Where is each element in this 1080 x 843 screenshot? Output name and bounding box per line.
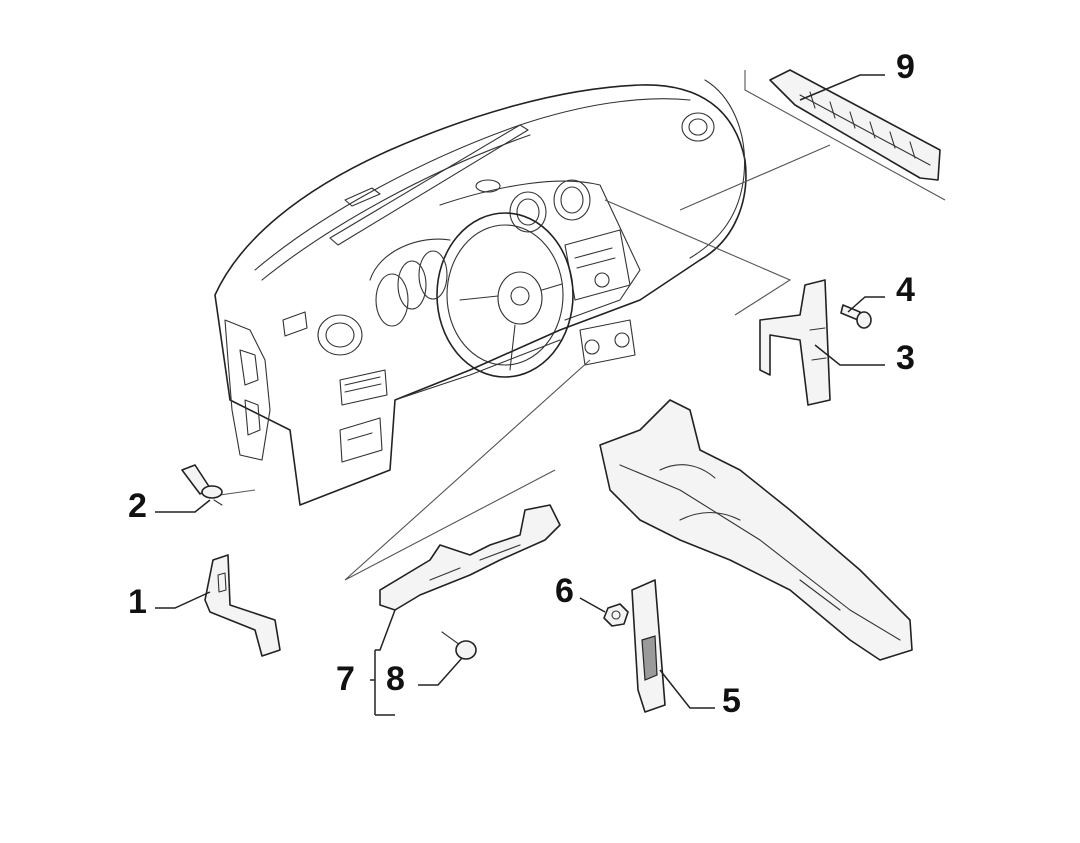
- callout-label: 9: [896, 48, 915, 86]
- callout-label: 8: [386, 660, 405, 698]
- dashboard-assembly: [214, 79, 747, 506]
- callout-label: 6: [555, 572, 574, 610]
- callout-leaders: [155, 74, 885, 716]
- reference-lines: [219, 70, 946, 581]
- part-4-bolt: [840, 304, 872, 329]
- part-3-bracket: [759, 279, 831, 406]
- callout-label: 7: [336, 660, 355, 698]
- part-9-rail: [769, 69, 941, 181]
- callout-label: 1: [128, 583, 147, 621]
- callout-label: 3: [896, 339, 915, 377]
- part-5-panel: [631, 579, 666, 713]
- part-8-screw: [441, 631, 477, 660]
- part-6-nut: [603, 603, 629, 627]
- callout-label: 4: [896, 271, 915, 309]
- center-console: [599, 399, 913, 661]
- part-2-clip: [181, 464, 223, 506]
- callout-label: 2: [128, 487, 147, 525]
- callout-numbers: 1 2 3 4 5 6 7 8 9: [128, 48, 915, 720]
- callout-label: 5: [722, 682, 741, 720]
- part-1-bracket: [204, 554, 281, 657]
- part-7-bracket: [379, 504, 561, 611]
